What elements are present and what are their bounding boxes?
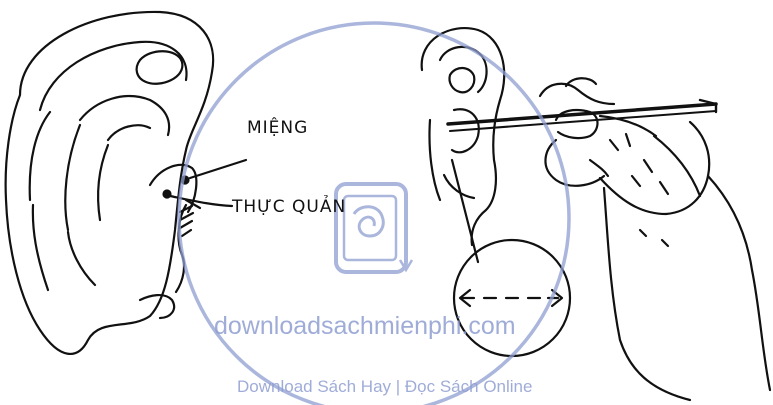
watermark-site: downloadsachmienphi.com	[214, 312, 516, 341]
left-ear-drawing	[6, 12, 246, 354]
label-mouth: MIỆNG	[247, 118, 308, 138]
label-esophagus: THỰC QUẢN	[232, 197, 346, 217]
hand-with-probe-drawing	[448, 78, 770, 400]
watermark-tagline: Download Sách Hay | Đọc Sách Online	[237, 377, 532, 397]
